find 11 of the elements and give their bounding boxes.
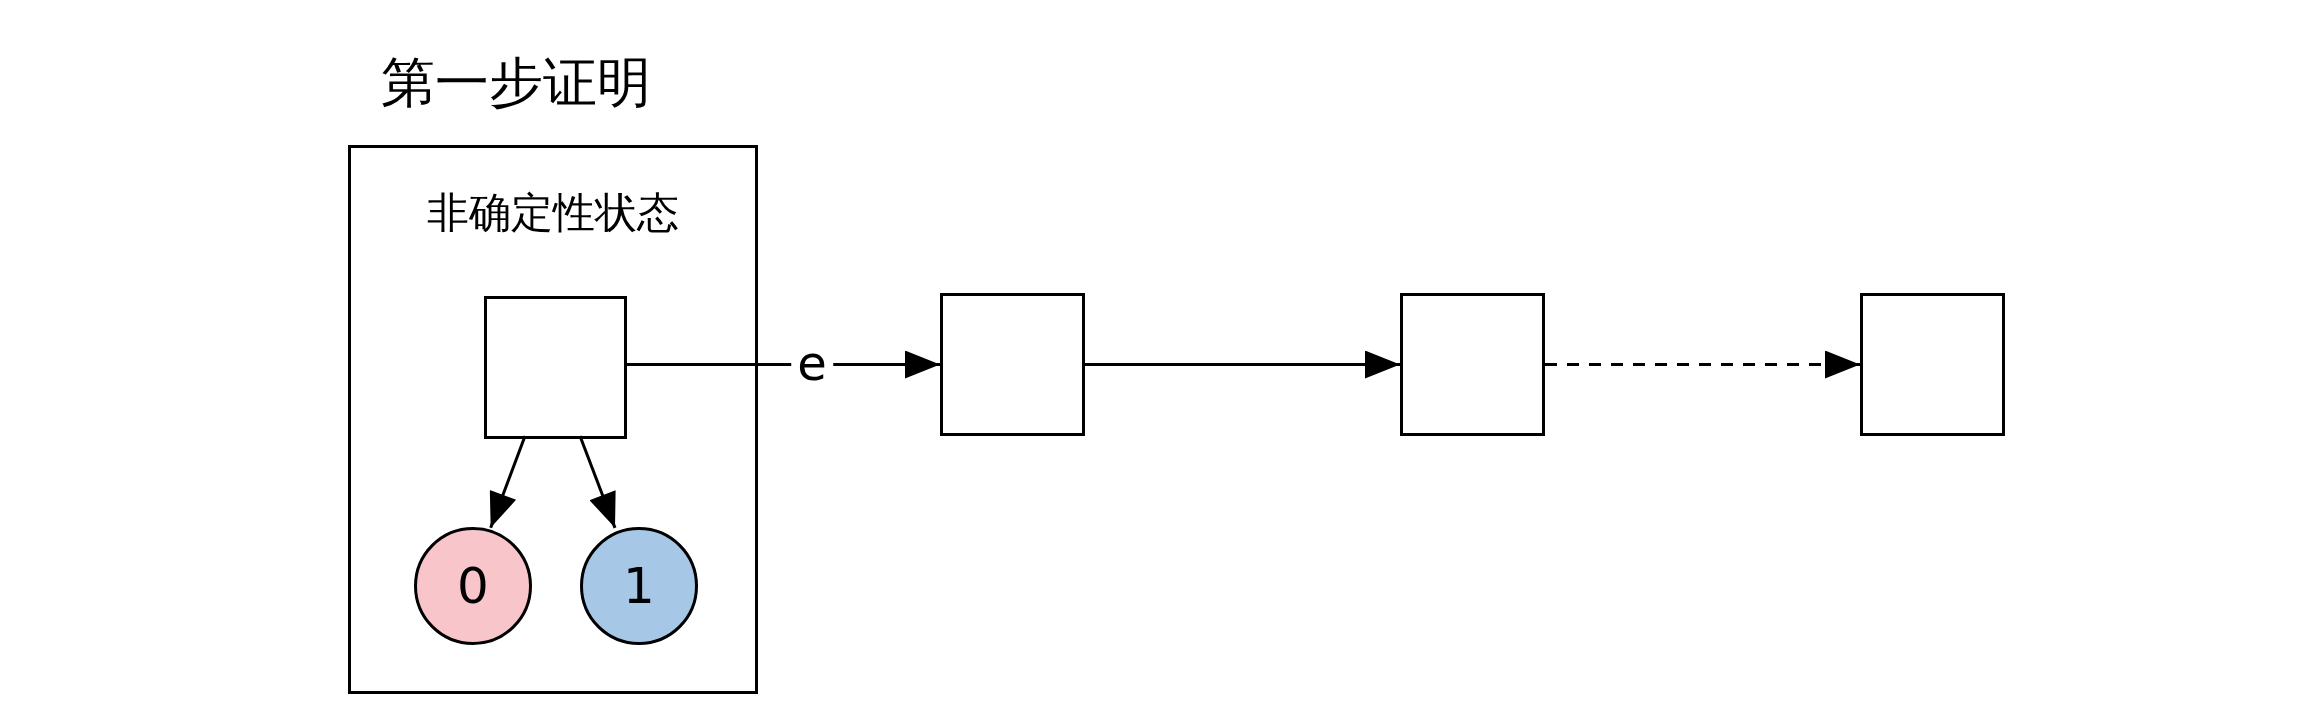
box-heading: 非确定性状态 (426, 190, 680, 237)
box-title: 第一步证明 (381, 53, 652, 113)
empty-box (484, 296, 627, 439)
arrow (624, 350, 940, 379)
empty-box (1400, 293, 1545, 436)
digit-label: 0 (456, 556, 490, 617)
empty-box (940, 293, 1085, 436)
digit-label: 1 (622, 556, 656, 617)
empty-box (1860, 293, 2005, 436)
arrow (1085, 350, 1400, 379)
arrow (1545, 350, 1860, 379)
